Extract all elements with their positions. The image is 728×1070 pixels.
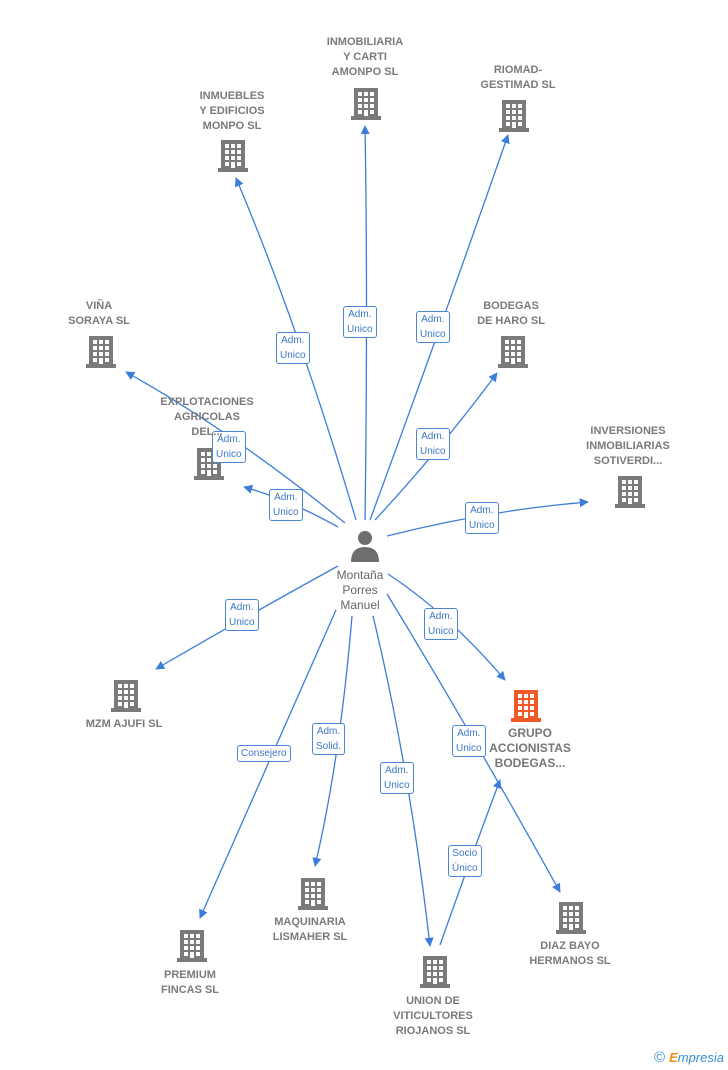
edge-label-inversiones: Adm. Unico bbox=[465, 502, 499, 534]
edge-label-premium: Consejero bbox=[237, 745, 291, 762]
edge-center-to-premium bbox=[199, 609, 337, 919]
company-label-inmobiliaria-carti[interactable]: INMOBILIARIA Y CARTI AMONPO SL bbox=[326, 36, 404, 78]
company-label-diaz[interactable]: DIAZ BAYO HERMANOS SL bbox=[529, 940, 611, 967]
edge-label-union: Adm. Unico bbox=[380, 762, 414, 794]
building-icon-bodegas-haro[interactable] bbox=[498, 336, 528, 368]
building-icon-inversiones[interactable] bbox=[615, 476, 645, 508]
company-label-bodegas-haro[interactable]: BODEGAS DE HARO SL bbox=[477, 300, 545, 327]
edge-label-mzm: Adm. Unico bbox=[225, 599, 259, 631]
company-label-union[interactable]: UNION DE VITICULTORES RIOJANOS SL bbox=[393, 995, 473, 1037]
edge-label-inmuebles-monpo: Adm. Unico bbox=[276, 332, 310, 364]
company-label-inmuebles-monpo[interactable]: INMUEBLES Y EDIFICIOS MONPO SL bbox=[199, 90, 265, 132]
building-icon-inmuebles-monpo[interactable] bbox=[218, 140, 248, 172]
edge-label-grupo: Adm. Unico bbox=[424, 608, 458, 640]
edge-label-riomad: Adm. Unico bbox=[416, 311, 450, 343]
building-icon-premium[interactable] bbox=[177, 930, 207, 962]
company-label-inversiones[interactable]: INVERSIONES INMOBILIARIAS SOTIVERDI... bbox=[586, 425, 670, 467]
edge-label-grupo: Socio Único bbox=[448, 845, 482, 877]
person-icon[interactable] bbox=[351, 531, 379, 562]
company-label-premium[interactable]: PREMIUM FINCAS SL bbox=[160, 969, 220, 996]
person-name[interactable]: Montaña Porres Manuel bbox=[336, 568, 384, 612]
edge-label-explotaciones: Adm. Unico bbox=[269, 489, 303, 521]
company-label-grupo[interactable]: GRUPO ACCIONISTAS BODEGAS... bbox=[489, 726, 571, 770]
brand-watermark: ©Empresia bbox=[654, 1049, 724, 1066]
building-icon-vina-soraya[interactable] bbox=[86, 336, 116, 368]
building-icon-mzm[interactable] bbox=[111, 680, 141, 712]
building-icon-riomad[interactable] bbox=[499, 100, 529, 132]
company-label-maquinaria[interactable]: MAQUINARIA LISMAHER SL bbox=[272, 916, 348, 943]
copyright-icon: © bbox=[654, 1049, 666, 1066]
brand-initial: E bbox=[669, 1050, 678, 1065]
edge-label-diaz: Adm. Unico bbox=[452, 725, 486, 757]
edge-label-maquinaria: Adm. Solid. bbox=[312, 723, 346, 755]
company-label-explotaciones[interactable]: EXPLOTACIONES AGRICOLAS DEL... bbox=[160, 396, 254, 438]
building-icon-grupo[interactable] bbox=[511, 690, 541, 722]
building-icon-inmobiliaria-carti[interactable] bbox=[351, 88, 381, 120]
building-icon-union[interactable] bbox=[420, 956, 450, 988]
edge-label-bodegas-haro: Adm. Unico bbox=[416, 428, 450, 460]
building-icon-maquinaria[interactable] bbox=[298, 878, 328, 910]
building-icon-diaz[interactable] bbox=[556, 902, 586, 934]
company-label-riomad[interactable]: RIOMAD- GESTIMAD SL bbox=[480, 64, 556, 91]
edge-label-inmobiliaria-carti: Adm. Unico bbox=[343, 306, 377, 338]
brand-name: mpresia bbox=[677, 1050, 724, 1065]
edge-label-vina-soraya: Adm. Unico bbox=[212, 431, 246, 463]
company-label-mzm[interactable]: MZM AJUFI SL bbox=[85, 718, 163, 730]
company-label-vina-soraya[interactable]: VIÑA SORAYA SL bbox=[68, 300, 130, 327]
